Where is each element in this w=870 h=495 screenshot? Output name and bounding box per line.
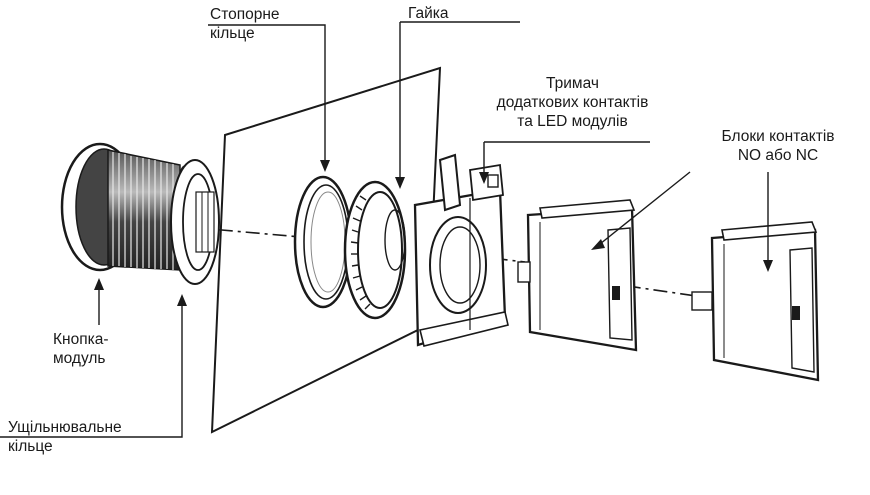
contact-block-1 [517, 199, 638, 352]
leader-lines [0, 21, 769, 438]
label-stop-ring-line2: кільце [210, 25, 255, 42]
label-contact-blocks-line2: NO або NC [737, 147, 819, 164]
label-holder: Тримач додаткових контактів та LED модул… [465, 74, 680, 131]
seal-ring [170, 159, 220, 285]
label-button-module-line2: модуль [53, 350, 106, 367]
label-stop-ring: Стопорне кільце [210, 5, 280, 43]
label-button-module: Кнопка- модуль [53, 330, 109, 368]
label-holder-line3: та LED модулів [517, 113, 628, 130]
label-seal-ring: Ущільнювальне кільце [8, 418, 122, 456]
stop-ring [293, 175, 353, 309]
label-seal-ring-line1: Ущільнювальне [8, 419, 122, 436]
leader-arrowheads [94, 160, 773, 306]
label-holder-line1: Тримач [546, 75, 599, 92]
label-nut: Гайка [408, 5, 449, 22]
contact-block-2 [691, 221, 820, 382]
label-holder-line2: додаткових контактів [496, 94, 649, 111]
label-contact-blocks: Блоки контактів NO або NC [688, 127, 868, 165]
label-button-module-line1: Кнопка- [53, 331, 109, 348]
contact-holder [413, 153, 509, 347]
label-stop-ring-line1: Стопорне [210, 6, 280, 23]
label-contact-blocks-line1: Блоки контактів [721, 128, 835, 145]
nut [343, 180, 407, 320]
label-seal-ring-line2: кільце [8, 438, 53, 455]
